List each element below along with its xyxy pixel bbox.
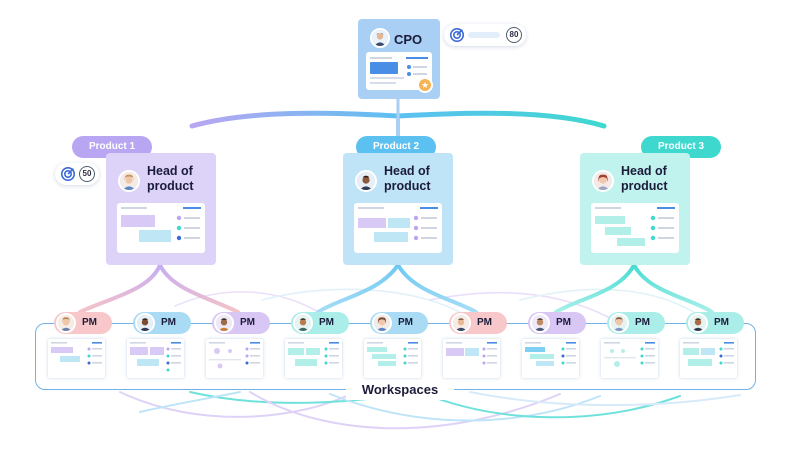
pm-chip[interactable]: PM [291, 312, 349, 334]
workspaces-label: Workspaces [346, 380, 454, 400]
pm-chip[interactable]: PM [686, 312, 744, 334]
cpo-label: CPO [394, 32, 423, 47]
goal-score: 50 [79, 166, 95, 182]
person-avatar-icon [530, 313, 550, 333]
workspace-preview[interactable] [127, 339, 184, 378]
head-of-product-title: Head of product [621, 164, 668, 193]
head-of-product-node[interactable]: Head of product [106, 153, 216, 265]
workspace-preview[interactable] [443, 339, 500, 378]
workspace-preview[interactable] [364, 339, 421, 378]
pm-label: PM [556, 317, 571, 328]
goal-score: 80 [506, 27, 522, 43]
person-avatar-icon [372, 313, 392, 333]
dashboard-preview [591, 203, 679, 253]
head-of-product-node[interactable]: Head of product [343, 153, 453, 265]
workspace-preview[interactable] [522, 339, 579, 378]
target-icon [60, 166, 76, 182]
pm-label: PM [82, 317, 97, 328]
workspace-preview[interactable] [601, 339, 658, 378]
pm-label: PM [398, 317, 413, 328]
head-of-product-title: Head of product [384, 164, 431, 193]
workspace-preview[interactable] [680, 339, 737, 378]
target-icon [449, 27, 465, 43]
person-avatar-icon [355, 170, 377, 192]
person-avatar-icon [214, 313, 234, 333]
pm-chip[interactable]: PM [449, 312, 507, 334]
person-avatar-icon [293, 313, 313, 333]
pm-chip[interactable]: PM [370, 312, 428, 334]
dashboard-preview [117, 203, 205, 253]
workspace-preview[interactable] [285, 339, 342, 378]
pm-label: PM [240, 317, 255, 328]
goal-progress-bar [468, 32, 500, 38]
star-icon: ★ [417, 77, 433, 93]
pm-label: PM [161, 317, 176, 328]
person-avatar-icon [592, 170, 614, 192]
pm-label: PM [477, 317, 492, 328]
person-avatar-icon [609, 313, 629, 333]
workspace-preview[interactable] [48, 339, 105, 378]
head-of-product-node[interactable]: Head of product [580, 153, 690, 265]
product-goal-pill[interactable]: 50 [55, 163, 99, 185]
person-avatar-icon [118, 170, 140, 192]
person-avatar-icon [688, 313, 708, 333]
pm-label: PM [635, 317, 650, 328]
pm-chip[interactable]: PM [133, 312, 191, 334]
workspace-preview[interactable] [206, 339, 263, 378]
cpo-goal-pill[interactable]: 80 [444, 24, 526, 46]
product-tag[interactable]: Product 2 [356, 136, 436, 158]
product-tag[interactable]: Product 3 [641, 136, 721, 158]
person-avatar-icon [370, 28, 390, 48]
person-avatar-icon [135, 313, 155, 333]
pm-chip[interactable]: PM [528, 312, 586, 334]
pm-label: PM [319, 317, 334, 328]
person-avatar-icon [451, 313, 471, 333]
pm-chip[interactable]: PM [54, 312, 112, 334]
head-of-product-title: Head of product [147, 164, 194, 193]
pm-chip[interactable]: PM [212, 312, 270, 334]
pm-chip[interactable]: PM [607, 312, 665, 334]
cpo-node[interactable]: CPO ★ [358, 19, 440, 99]
dashboard-preview [354, 203, 442, 253]
product-tag[interactable]: Product 1 [72, 136, 152, 158]
pm-label: PM [714, 317, 729, 328]
person-avatar-icon [56, 313, 76, 333]
